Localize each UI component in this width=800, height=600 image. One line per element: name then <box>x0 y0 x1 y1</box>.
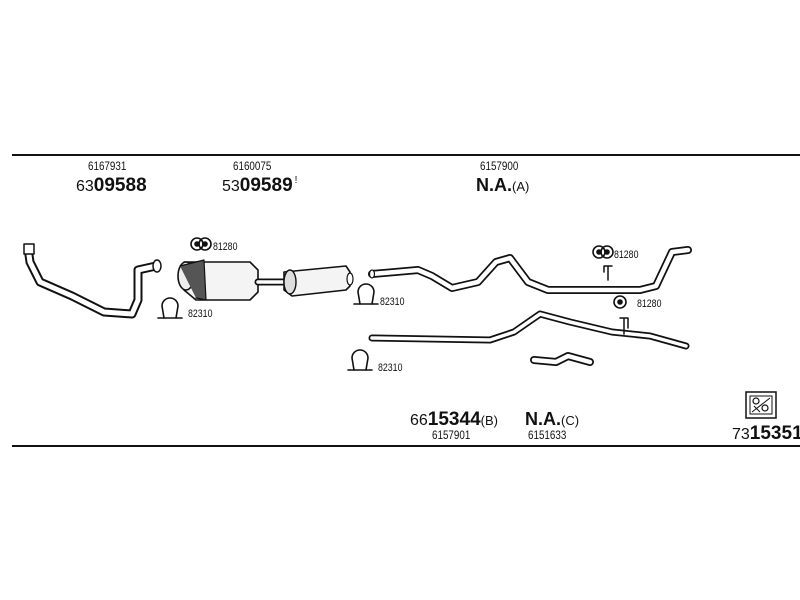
front-pipe <box>23 243 162 319</box>
rubber-mount-left <box>190 237 212 251</box>
bottom-divider-line <box>12 445 800 447</box>
label-clamp-left: 82310 <box>188 308 213 320</box>
tail-pipe <box>368 310 690 350</box>
mounting-kit-icon <box>745 391 777 419</box>
part-code-front-pipe: 6309588 <box>76 175 147 196</box>
part-ref-front-pipe: 6167931 <box>88 159 127 173</box>
hanger-hook-right-mid <box>619 317 629 335</box>
label-rubber-right-mid: 81280 <box>637 298 662 310</box>
label-rubber-right-top: 81280 <box>614 249 639 261</box>
clamp-left <box>157 297 183 319</box>
part-ref-tail-end: 6151633 <box>528 428 567 442</box>
part-ref-silencer: 6160075 <box>233 159 272 173</box>
part-code-tail-pipe: 6615344(B) <box>410 409 498 430</box>
part-ref-tail-pipe: 6157901 <box>432 428 471 442</box>
tail-end-pipe <box>530 352 594 366</box>
part-code-rear-pipe: N.A.(A) <box>476 175 530 195</box>
label-clamp-lower: 82310 <box>378 362 403 374</box>
label-rubber-left: 81280 <box>213 241 238 253</box>
clamp-mid <box>353 283 379 305</box>
rear-pipe <box>368 246 692 294</box>
rubber-mount-right-top <box>592 245 614 259</box>
top-divider-line <box>12 154 800 156</box>
part-ref-rear-pipe: 6157900 <box>480 159 519 173</box>
clamp-lower <box>347 349 373 371</box>
label-clamp-mid: 82310 <box>380 296 405 308</box>
hanger-hook-right-top <box>603 265 613 281</box>
rubber-mount-right-mid <box>613 295 627 309</box>
middle-silencer <box>177 259 354 301</box>
part-code-mounting-kit: 7315351 <box>732 423 800 444</box>
part-code-silencer: 5309589! <box>222 175 298 196</box>
part-code-tail-end: N.A.(C) <box>525 409 580 429</box>
